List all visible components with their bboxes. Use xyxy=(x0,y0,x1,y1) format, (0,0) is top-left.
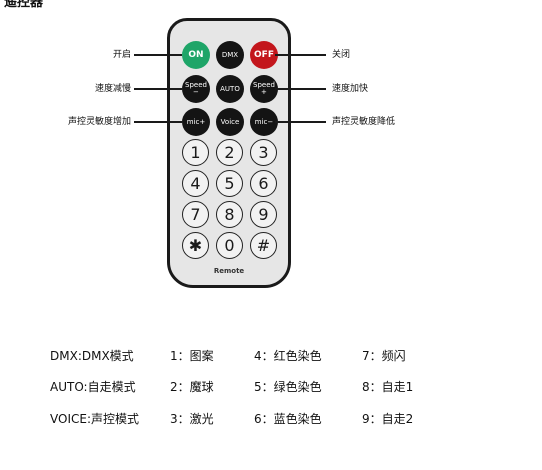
mic-minus-button[interactable]: mic− xyxy=(250,108,278,136)
legend-item-7: 7：频闪 xyxy=(362,349,406,363)
legend-item-8: 8：自走1 xyxy=(362,380,414,394)
number-button-6[interactable]: 6 xyxy=(250,170,277,197)
hash-button[interactable]: # xyxy=(250,232,277,259)
callout-right-off: 关闭 xyxy=(332,50,351,60)
legend-item-1: 1：图案 xyxy=(170,349,214,363)
voice-button[interactable]: Voice xyxy=(216,108,244,136)
speed-up-button[interactable]: Speed + xyxy=(250,75,278,103)
legend-item-3: 3：激光 xyxy=(170,412,214,426)
callout-right-speed-up: 速度加快 xyxy=(332,84,369,94)
remote-control: ON DMX OFF Speed − AUTO Speed + mic+ Voi… xyxy=(167,18,291,288)
callout-line-left-mic-plus xyxy=(134,121,182,123)
callout-line-right-speed-up xyxy=(275,88,326,90)
number-button-9[interactable]: 9 xyxy=(250,201,277,228)
legend-item-5: 5：绿色染色 xyxy=(254,380,322,394)
top-heading-fragment: 遥控器 xyxy=(4,0,44,10)
number-button-7[interactable]: 7 xyxy=(182,201,209,228)
legend-item-9: 9：自走2 xyxy=(362,412,414,426)
remote-brand-label: Remote xyxy=(213,267,245,275)
number-button-2[interactable]: 2 xyxy=(216,139,243,166)
legend-mode-auto: AUTO:自走模式 xyxy=(50,380,136,394)
number-button-1[interactable]: 1 xyxy=(182,139,209,166)
callout-line-left-on xyxy=(134,54,182,56)
callout-line-right-off xyxy=(275,54,326,56)
callout-left-on: 开启 xyxy=(112,50,131,60)
callout-line-left-speed-down xyxy=(134,88,182,90)
mic-plus-button[interactable]: mic+ xyxy=(182,108,210,136)
legend-item-2: 2：魔球 xyxy=(170,380,214,394)
legend-item-6: 6：蓝色染色 xyxy=(254,412,322,426)
callout-line-right-mic-minus xyxy=(275,121,326,123)
number-button-5[interactable]: 5 xyxy=(216,170,243,197)
number-button-8[interactable]: 8 xyxy=(216,201,243,228)
legend-mode-voice: VOICE:声控模式 xyxy=(50,412,139,426)
callout-left-speed-down: 速度减慢 xyxy=(94,84,131,94)
number-button-4[interactable]: 4 xyxy=(182,170,209,197)
off-button[interactable]: OFF xyxy=(250,41,278,69)
star-button[interactable]: ✱ xyxy=(182,232,209,259)
legend-item-4: 4：红色染色 xyxy=(254,349,322,363)
on-button[interactable]: ON xyxy=(182,41,210,69)
callout-left-mic-plus: 声控灵敏度增加 xyxy=(67,117,131,127)
speed-down-button[interactable]: Speed − xyxy=(182,75,210,103)
dmx-button[interactable]: DMX xyxy=(216,41,244,69)
number-button-0[interactable]: 0 xyxy=(216,232,243,259)
auto-button[interactable]: AUTO xyxy=(216,75,244,103)
number-button-3[interactable]: 3 xyxy=(250,139,277,166)
legend-mode-dmx: DMX:DMX模式 xyxy=(50,349,134,363)
callout-right-mic-minus: 声控灵敏度降低 xyxy=(332,117,396,127)
